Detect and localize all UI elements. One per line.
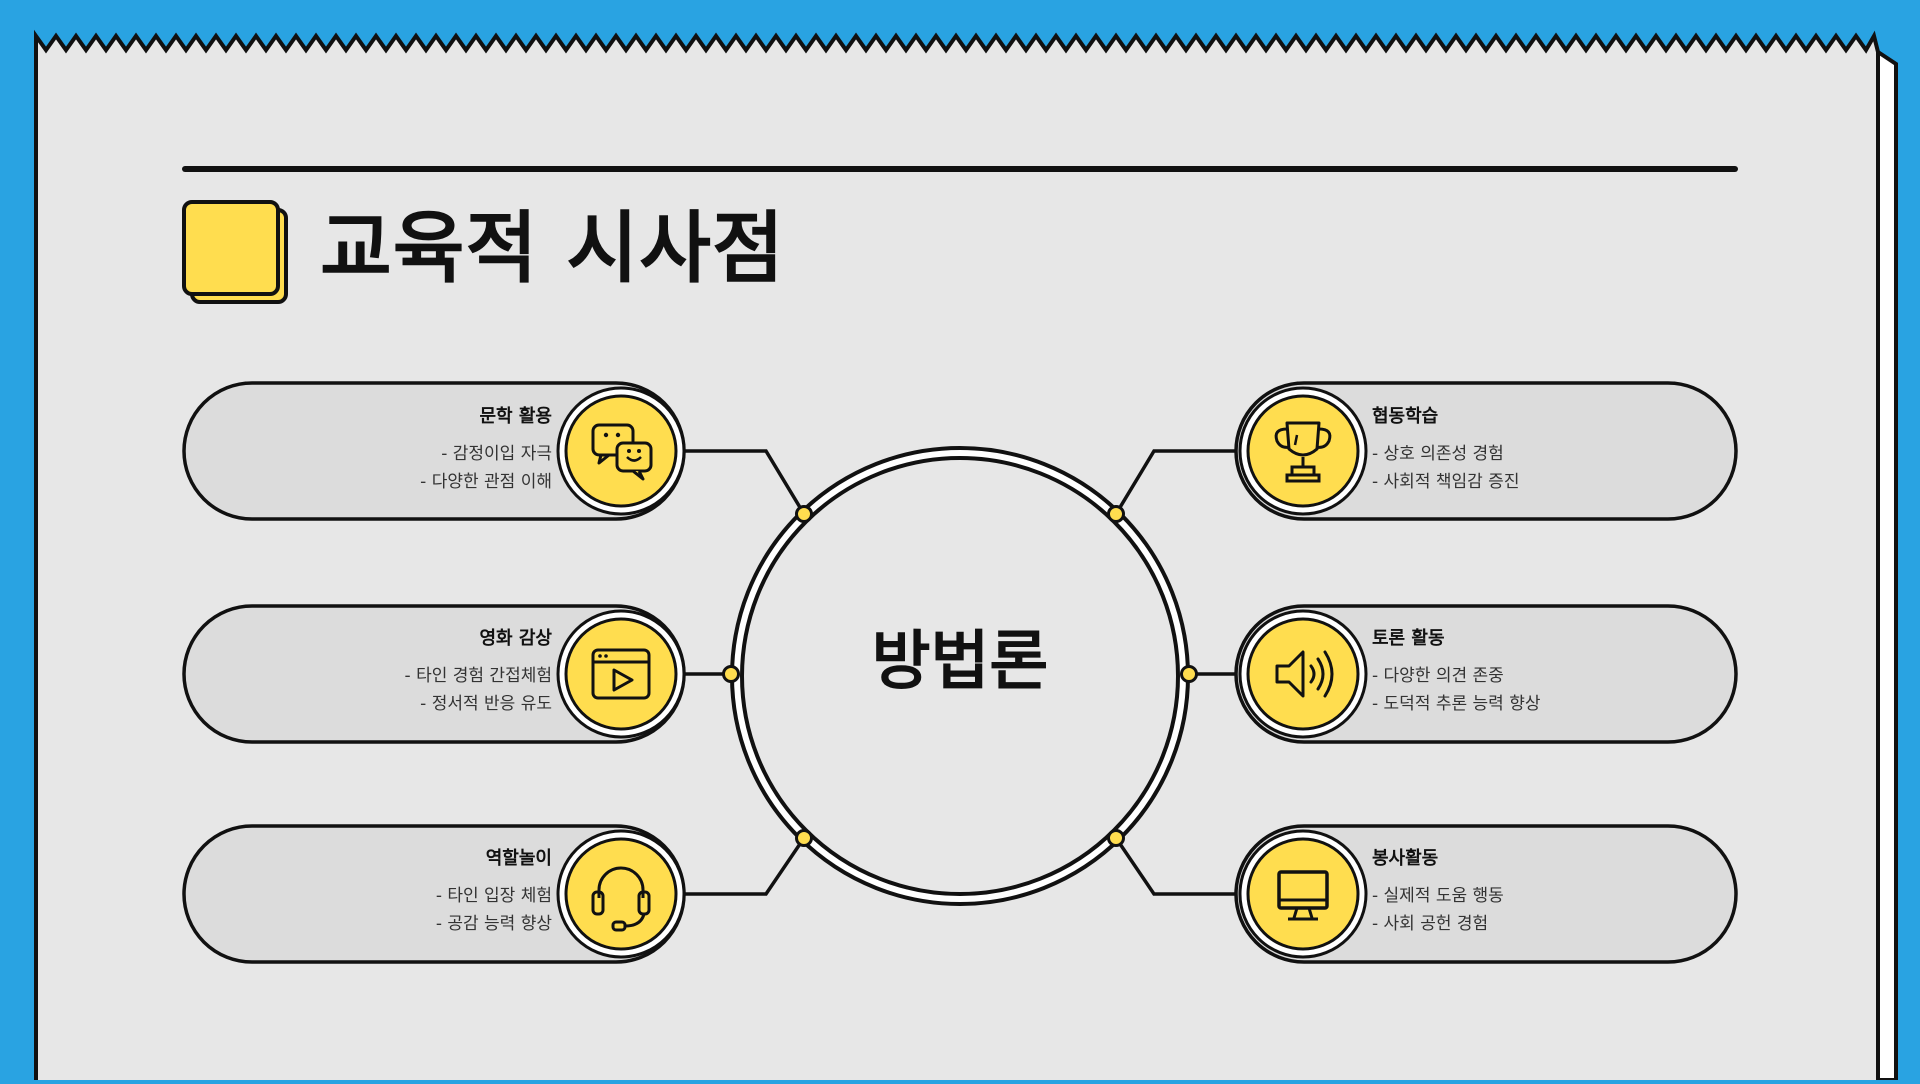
connector-node xyxy=(1107,829,1125,847)
card-line: - 타인 입장 체험 xyxy=(435,885,552,906)
center-label: 방법론 xyxy=(871,625,1049,699)
connector-node xyxy=(1107,505,1125,523)
card-text-6: 봉사활동 - 실제적 도움 행동 - 사회 공헌 경험 xyxy=(1372,848,1632,938)
card-line: - 상호 의존성 경험 xyxy=(1372,443,1504,464)
card-line: - 공감 능력 향상 xyxy=(435,913,552,934)
card-text-2: 영화 감상 - 타인 경험 간접체험 - 정서적 반응 유도 xyxy=(292,628,552,718)
card-title: 문학 활용 xyxy=(479,406,552,427)
card-3 xyxy=(182,824,686,964)
connector-nodes xyxy=(722,505,1198,847)
connector-node xyxy=(1180,665,1198,683)
card-line: - 감정이입 자극 xyxy=(441,443,552,464)
card-title: 협동학습 xyxy=(1372,406,1439,427)
connector-line xyxy=(684,449,806,515)
paper-shadow xyxy=(1876,48,1898,1082)
monitor-icon xyxy=(1238,829,1368,959)
card-5 xyxy=(1234,604,1738,744)
card-text-1: 문학 활용 - 감정이입 자극 - 다양한 관점 이해 xyxy=(292,406,552,496)
card-title: 토론 활동 xyxy=(1372,628,1445,649)
connector-node xyxy=(722,665,740,683)
cards xyxy=(182,381,1738,964)
title-rule xyxy=(182,166,1738,172)
connector-node xyxy=(795,505,813,523)
connector-line xyxy=(1114,449,1236,515)
connector-line xyxy=(1114,837,1236,896)
connector-line xyxy=(684,837,806,896)
card-title: 역할놀이 xyxy=(485,848,552,869)
card-line: - 실제적 도움 행동 xyxy=(1372,885,1504,906)
card-line: - 타인 경험 간접체험 xyxy=(404,665,552,686)
card-line: - 정서적 반응 유도 xyxy=(420,693,552,714)
chat-bubbles-icon xyxy=(556,386,686,516)
card-line: - 사회적 책임감 증진 xyxy=(1372,471,1520,492)
card-text-5: 토론 활동 - 다양한 의견 존중 - 도덕적 추론 능력 향상 xyxy=(1372,628,1632,718)
title-badge-icon xyxy=(182,200,288,304)
card-text-3: 역할놀이 - 타인 입장 체험 - 공감 능력 향상 xyxy=(292,848,552,938)
card-title: 봉사활동 xyxy=(1372,848,1439,869)
headset-icon xyxy=(556,829,686,959)
card-4 xyxy=(1234,381,1738,521)
card-2 xyxy=(182,604,686,744)
card-line: - 사회 공헌 경험 xyxy=(1372,913,1489,934)
trophy-icon xyxy=(1238,386,1368,516)
video-player-icon xyxy=(556,609,686,739)
card-6 xyxy=(1234,824,1738,964)
speaker-icon xyxy=(1238,609,1368,739)
card-title: 영화 감상 xyxy=(479,628,552,649)
card-1 xyxy=(182,381,686,521)
page-title: 교육적 시사점 xyxy=(320,204,785,294)
card-line: - 다양한 관점 이해 xyxy=(420,471,552,492)
card-line: - 도덕적 추론 능력 향상 xyxy=(1372,693,1541,714)
connector-node xyxy=(795,829,813,847)
card-line: - 다양한 의견 존중 xyxy=(1372,665,1504,686)
card-text-4: 협동학습 - 상호 의존성 경험 - 사회적 책임감 증진 xyxy=(1372,406,1632,496)
connectors xyxy=(684,449,1236,896)
